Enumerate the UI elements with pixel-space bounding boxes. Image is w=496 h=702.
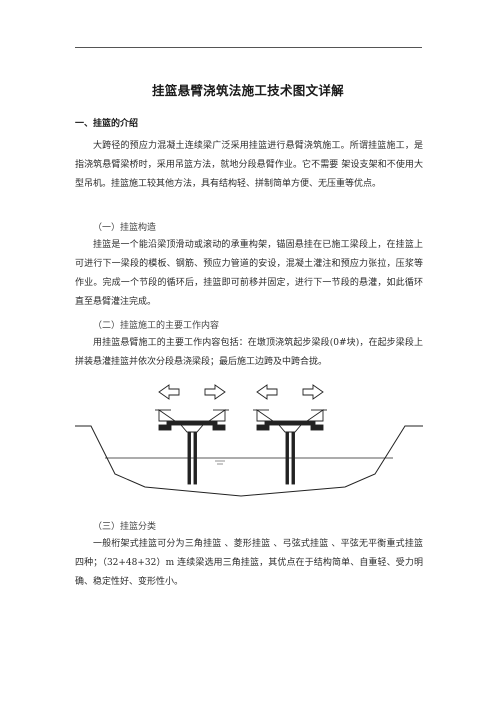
arrow-right-icon-2: [302, 384, 324, 400]
subheading-classification: （三）挂篮分类: [93, 522, 157, 532]
section-heading-intro: 一、挂篮的介绍: [75, 119, 139, 129]
subheading-work-content: （二）挂篮施工的主要工作内容: [93, 321, 220, 331]
structure-paragraph: 挂篮是一个能沿梁顶滑动或滚动的承重构架，锚固悬挂在已施工梁段上，在挂篮上可进行下…: [75, 240, 423, 307]
bridge-cantilever-diagram: [75, 384, 423, 497]
arrow-left-icon: [158, 384, 180, 400]
intro-paragraph: 大跨径的预应力混凝土连续梁广泛采用挂篮进行悬臂浇筑施工。所谓挂篮施工，是指浇筑悬…: [75, 141, 423, 189]
arrow-right-icon: [204, 384, 226, 400]
header-rule: [75, 47, 422, 48]
subheading-structure: （一）挂篮构造: [93, 223, 157, 233]
work-content-paragraph: 用挂篮悬臂施工的主要工作内容包括：在墩顶浇筑起步梁段(0#块)，在起步梁段上拼装…: [75, 338, 423, 367]
classification-paragraph: 一般桁架式挂篮可分为三角挂篮 、菱形挂篮 、弓弦式挂篮 、平弦无平衡重式挂篮四种…: [75, 539, 423, 587]
page-title: 挂篮悬臂浇筑法施工技术图文详解: [151, 83, 344, 98]
arrow-left-icon-2: [256, 384, 278, 400]
